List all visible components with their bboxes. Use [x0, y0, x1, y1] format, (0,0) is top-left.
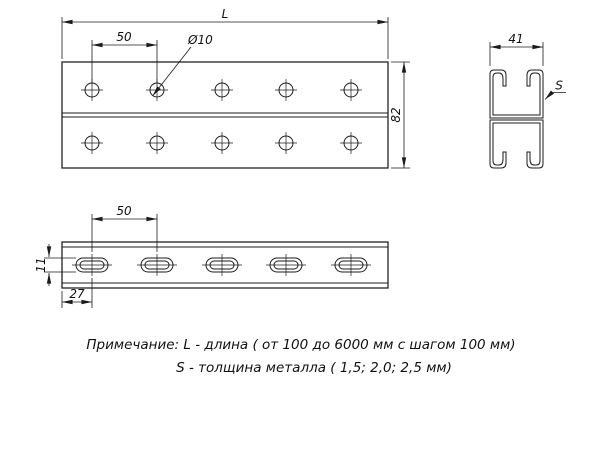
dim-length-L: L	[61, 7, 389, 59]
hole-pattern	[81, 79, 362, 154]
front-view	[61, 61, 389, 169]
slot	[266, 254, 306, 276]
cross-section-view	[489, 69, 544, 169]
hole	[211, 79, 233, 101]
hole	[275, 79, 297, 101]
dim-label-S: S	[555, 79, 563, 93]
dim-width-41: 41	[489, 32, 544, 66]
dim-slot-height-11: 11	[34, 244, 76, 286]
slot	[202, 254, 242, 276]
dim-hole-diameter: Ø10	[152, 33, 213, 97]
upper-channel-profile	[489, 69, 544, 119]
dim-label-82: 82	[389, 107, 403, 122]
hole	[81, 132, 103, 154]
hole	[211, 132, 233, 154]
note-line-1: Примечание: L - длина ( от 100 до 6000 м…	[86, 337, 515, 353]
side-view	[61, 241, 389, 289]
dim-slot-offset-27: 27	[61, 278, 93, 308]
dim-label-11: 11	[34, 257, 48, 272]
hole	[146, 132, 168, 154]
hole	[340, 79, 362, 101]
dim-label-L: L	[222, 7, 229, 21]
slot	[331, 254, 371, 276]
dim-thickness-S: S	[544, 79, 566, 100]
slot	[137, 254, 177, 276]
dim-height-82: 82	[389, 61, 410, 169]
dim-label-dia10: Ø10	[187, 33, 213, 47]
hole	[340, 132, 362, 154]
dim-label-50-top: 50	[116, 30, 132, 44]
dim-slot-spacing-50: 50	[91, 204, 158, 252]
lower-channel-profile	[489, 119, 544, 169]
note-line-2: S - толщина металла ( 1,5; 2,0; 2,5 мм)	[176, 360, 452, 376]
dim-label-50-bottom: 50	[116, 204, 132, 218]
slot-pattern	[72, 254, 371, 276]
slot	[72, 254, 112, 276]
hole	[275, 132, 297, 154]
dim-label-41: 41	[508, 32, 523, 46]
dim-hole-spacing-50: 50	[91, 30, 158, 83]
dim-label-27: 27	[69, 287, 85, 301]
notes-block: Примечание: L - длина ( от 100 до 6000 м…	[86, 337, 515, 376]
